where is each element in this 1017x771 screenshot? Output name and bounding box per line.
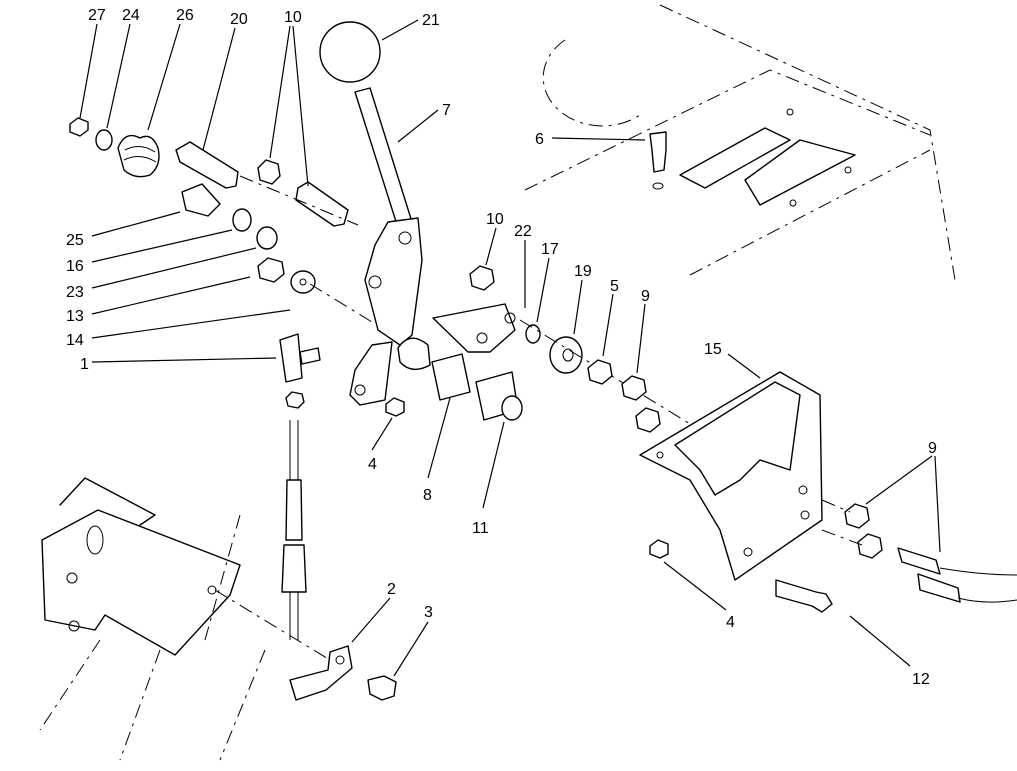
control-cable [279, 333, 321, 640]
callout-20: 20 [230, 11, 248, 28]
callout-22: 22 [514, 223, 532, 240]
callout-4-right: 4 [726, 614, 735, 631]
pivot-hardware [69, 117, 373, 323]
bolt-12 [775, 579, 833, 613]
callout-13: 13 [66, 308, 84, 325]
callout-2: 2 [387, 581, 396, 598]
callout-4-left: 4 [368, 456, 377, 473]
callout-7: 7 [442, 102, 451, 119]
callout-11: 11 [472, 520, 489, 537]
callout-27: 27 [88, 7, 106, 24]
callout-8: 8 [423, 487, 432, 504]
link-plate [432, 303, 701, 431]
callout-3: 3 [424, 604, 433, 621]
mounting-bracket [639, 371, 823, 581]
callout-6: 6 [535, 131, 544, 148]
frame-housing [524, 4, 956, 281]
callout-9-right: 9 [928, 440, 937, 457]
callout-14: 14 [66, 332, 84, 349]
knob [319, 21, 381, 83]
leader-lines [79, 19, 941, 677]
nuts [385, 265, 883, 559]
callout-15: 15 [704, 341, 722, 358]
callout-21: 21 [422, 12, 440, 29]
callout-24: 24 [122, 7, 140, 24]
cable-clamp [289, 645, 397, 701]
callout-5: 5 [610, 278, 619, 295]
cables-right [821, 499, 1017, 603]
callout-1: 1 [80, 356, 89, 373]
callout-17: 17 [541, 241, 559, 258]
lower-left-bracket [39, 477, 331, 761]
callout-25: 25 [66, 232, 84, 249]
callout-10-top: 10 [284, 9, 302, 26]
callout-19: 19 [574, 263, 592, 280]
callout-12: 12 [912, 671, 930, 688]
callout-23: 23 [66, 284, 84, 301]
callout-16: 16 [66, 258, 84, 275]
shift-lever [349, 87, 423, 406]
callout-26: 26 [176, 7, 194, 24]
bolt-top [649, 131, 667, 190]
callout-10-mid: 10 [486, 211, 504, 228]
callout-9-top: 9 [641, 288, 650, 305]
pivot-bushings [397, 337, 523, 421]
callout-labels: 27 24 26 20 10 21 7 6 10 22 17 19 5 9 25… [66, 7, 937, 688]
